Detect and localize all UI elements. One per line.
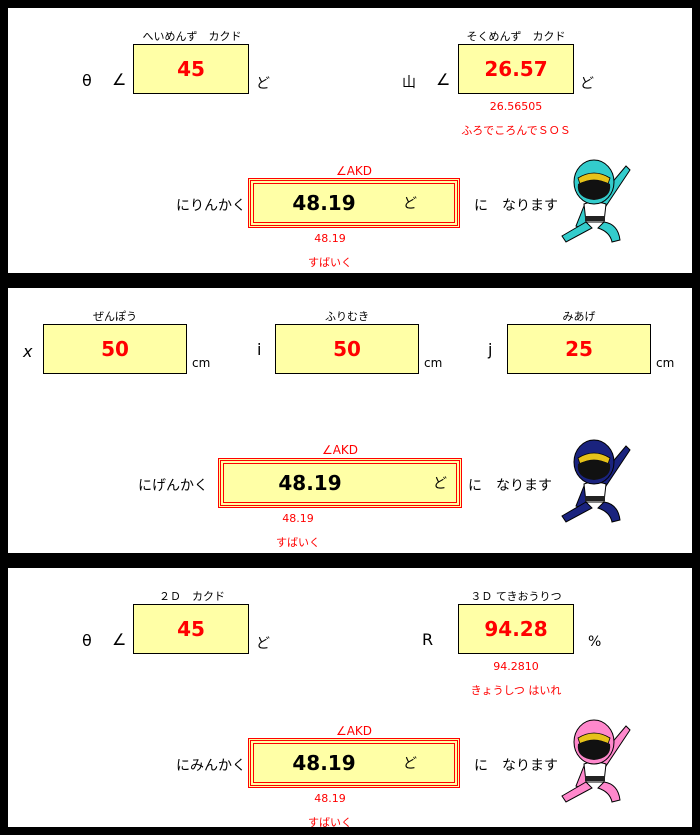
result-value: 48.19 xyxy=(278,471,342,495)
angle-symbol: ∠ xyxy=(112,630,127,649)
caption-3d-rate: ３Ｄ てきおうりつ xyxy=(470,590,562,603)
unit-cm: cm xyxy=(192,356,211,370)
side-angle-message: ふろでころんでＳＯＳ xyxy=(461,124,571,137)
unit-cm: cm xyxy=(656,356,675,370)
result-caption: ∠AKD xyxy=(335,164,373,178)
2d-angle-input[interactable]: 45 xyxy=(133,604,249,654)
result-suffix: に なります xyxy=(474,758,558,774)
ranger-pink-illustration xyxy=(561,719,631,803)
unit-degree: ど xyxy=(256,76,270,92)
result-label: にげんかく xyxy=(138,478,208,494)
caption-side-angle: そくめんず カクド xyxy=(466,30,566,43)
result-caption: ∠AKD xyxy=(335,724,373,738)
panel-2d-side: へいめんず カクド θ ∠ 45 ど そくめんず カクド 山 ∠ 26.57 ど… xyxy=(8,8,692,273)
angle-symbol: ∠ xyxy=(436,70,451,89)
lookup-input[interactable]: 25 xyxy=(507,324,651,374)
result-message: すばいく xyxy=(308,816,352,829)
caption-lookup: みあげ xyxy=(562,310,596,323)
plane-angle-input[interactable]: 45 xyxy=(133,44,249,94)
result-raw: 48.19 xyxy=(282,512,314,525)
ranger-navy-illustration xyxy=(561,439,631,523)
j-symbol: j xyxy=(488,340,493,359)
x-symbol: x xyxy=(23,342,33,361)
unit-degree: ど xyxy=(580,76,594,92)
theta-symbol: θ xyxy=(82,71,92,90)
3d-rate-raw: 94.2810 xyxy=(493,660,539,673)
angle-symbol: ∠ xyxy=(112,70,127,89)
3d-rate-message: きょうしつ はいれ xyxy=(470,684,562,697)
result-message: すばいく xyxy=(276,536,320,549)
forward-input[interactable]: 50 xyxy=(43,324,187,374)
result-value: 48.19 xyxy=(292,191,356,215)
caption-plane-angle: へいめんず カクド xyxy=(142,30,242,43)
unit-percent: % xyxy=(588,634,602,650)
result-box: 48.19 ど xyxy=(248,738,460,788)
result-box: 48.19 ど xyxy=(218,458,462,508)
caption-forward: ぜんぽう xyxy=(93,310,137,323)
result-message: すばいく xyxy=(308,256,352,269)
result-raw: 48.19 xyxy=(314,792,346,805)
result-raw: 48.19 xyxy=(314,232,346,245)
side-angle-value: 26.57 xyxy=(458,44,574,94)
3d-rate-value: 94.28 xyxy=(458,604,574,654)
caption-turn: ふりむき xyxy=(325,310,369,323)
i-symbol: i xyxy=(257,340,262,359)
result-unit: ど xyxy=(433,476,447,492)
result-value: 48.19 xyxy=(292,751,356,775)
theta-symbol: θ xyxy=(82,631,92,650)
panel-3d-rate: ２Ｄ カクド θ ∠ 45 ど ３Ｄ てきおうりつ R 94.28 % 94.2… xyxy=(8,568,692,829)
panel-vector: x ぜんぽう 50 cm i ふりむき 50 cm j みあげ 25 cm ∠A… xyxy=(8,288,692,553)
side-angle-raw: 26.56505 xyxy=(489,100,543,113)
result-caption: ∠AKD xyxy=(321,443,359,457)
r-symbol: R xyxy=(422,630,434,649)
ranger-cyan-illustration xyxy=(561,159,631,243)
result-unit: ど xyxy=(403,756,417,772)
result-label: にみんかく xyxy=(176,758,246,774)
unit-degree: ど xyxy=(256,636,270,652)
caption-2d-angle: ２Ｄ カクド xyxy=(159,590,225,603)
result-suffix: に なります xyxy=(468,478,552,494)
unit-cm: cm xyxy=(424,356,443,370)
mountain-symbol: 山 xyxy=(402,75,416,91)
result-unit: ど xyxy=(403,196,417,212)
result-suffix: に なります xyxy=(474,198,558,214)
turn-input[interactable]: 50 xyxy=(275,324,419,374)
result-box: 48.19 ど xyxy=(248,178,460,228)
result-label: にりんかく xyxy=(176,198,246,214)
